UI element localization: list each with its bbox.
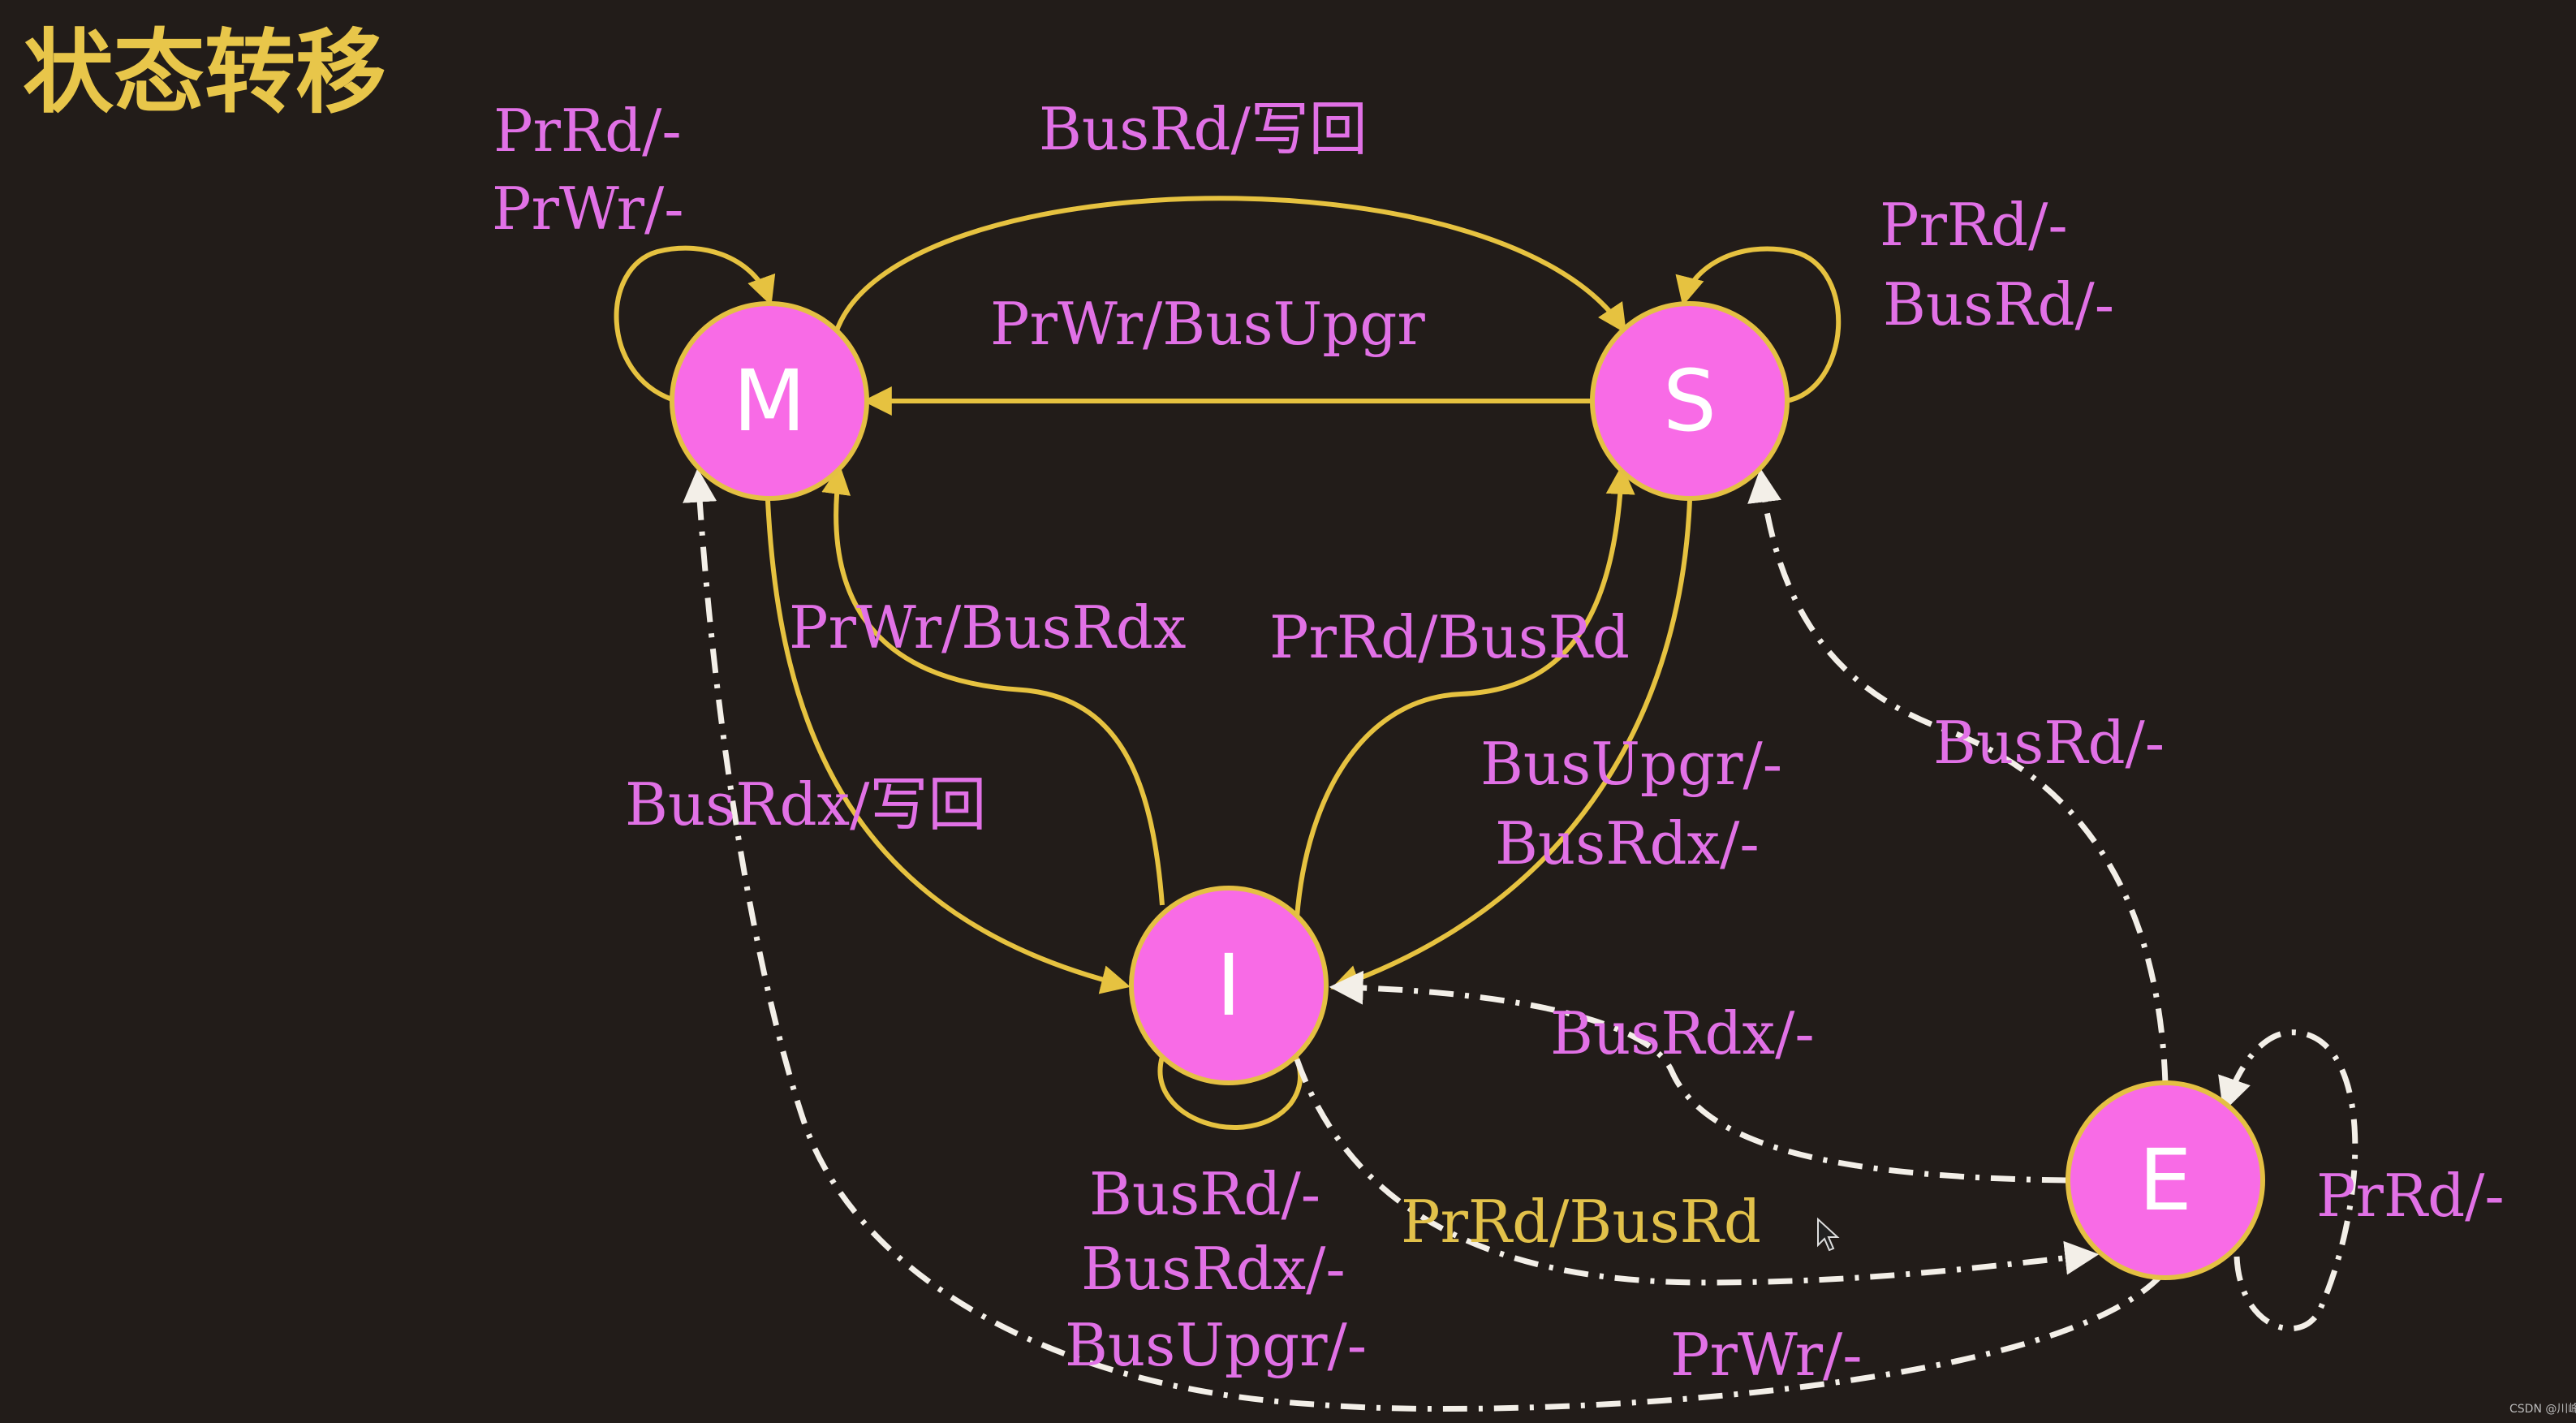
label-i-to-m: PrWr/BusRdx: [789, 593, 1186, 662]
edge-i-to-m: [821, 464, 1165, 906]
slide-title: 状态转移: [23, 19, 386, 126]
edge-i-self: [1157, 1054, 1303, 1130]
label-i-self-busupgr: BusUpgr/-: [1065, 1311, 1367, 1379]
label-e-to-s: BusRd/-: [1933, 709, 2165, 777]
node-s-label: S: [1663, 351, 1717, 451]
label-m-to-s: BusRd/写回: [1039, 95, 1368, 163]
edge-e-to-i: [1329, 970, 2067, 1184]
edge-m-self: [614, 245, 776, 402]
edge-i-to-s: [1294, 464, 1635, 918]
label-e-to-i: BusRdx/-: [1550, 999, 1815, 1067]
mouse-cursor-icon: [1817, 1217, 1840, 1252]
edge-m-to-s: [834, 196, 1627, 334]
node-s: S: [1590, 301, 1790, 501]
label-m-self-prwr: PrWr/-: [492, 175, 684, 243]
edge-m-to-i: [765, 499, 1131, 994]
label-m-self-prrd: PrRd/-: [493, 97, 682, 165]
label-s-to-i-busrdx: BusRdx/-: [1495, 809, 1760, 878]
edge-e-to-m: [683, 468, 2163, 1412]
node-m: M: [670, 301, 869, 501]
label-e-self: PrRd/-: [2316, 1162, 2505, 1230]
node-m-label: M: [733, 351, 806, 451]
label-e-to-m: PrWr/-: [1670, 1321, 1863, 1389]
node-i-label: I: [1217, 936, 1242, 1035]
label-i-self-busrdx: BusRdx/-: [1081, 1235, 1346, 1303]
label-i-to-e: PrRd/BusRd: [1401, 1188, 1761, 1256]
node-i: I: [1129, 886, 1329, 1085]
label-s-to-i-busupgr: BusUpgr/-: [1480, 730, 1782, 798]
label-s-to-m: PrWr/BusUpgr: [990, 290, 1425, 358]
edge-i-to-e: [1294, 1058, 2100, 1286]
edge-s-self: [1675, 246, 1842, 403]
watermark: CSDN @川峰: [2509, 1403, 2576, 1416]
node-e-label: E: [2139, 1131, 2192, 1230]
edge-e-self: [2218, 1029, 2358, 1332]
label-i-to-s: PrRd/BusRd: [1269, 603, 1630, 671]
label-m-to-i: BusRdx/写回: [625, 770, 986, 839]
label-s-self-busrd: BusRd/-: [1883, 270, 2114, 339]
label-i-self-busrd: BusRd/-: [1089, 1160, 1320, 1228]
edge-s-to-i: [1330, 499, 1692, 994]
edge-e-to-s: [1747, 468, 2169, 1084]
label-s-self-prrd: PrRd/-: [1880, 191, 2068, 259]
node-e: E: [2066, 1080, 2265, 1280]
